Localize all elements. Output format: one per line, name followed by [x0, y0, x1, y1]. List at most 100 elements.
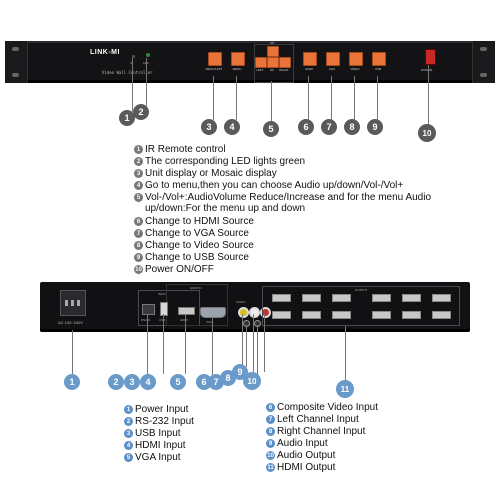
power-switch[interactable] — [425, 49, 436, 65]
hdmi-output-port[interactable] — [372, 311, 391, 319]
legend-text: Change to HDMI Source — [145, 216, 254, 227]
up-button[interactable] — [267, 46, 279, 57]
legend-text: Power Input — [135, 404, 189, 415]
hdmi-output-port[interactable] — [272, 294, 291, 302]
legend-text: Audio Output — [277, 450, 336, 461]
hdmi-output-port[interactable] — [372, 294, 391, 302]
usb-source-button[interactable] — [372, 52, 386, 66]
legend-number: 6 — [134, 217, 143, 226]
legend-number: 5 — [124, 453, 133, 462]
output-label: OUTPUT — [355, 288, 368, 292]
power-switch-label: POWER — [421, 68, 433, 72]
hdmi-output-port[interactable] — [432, 294, 451, 302]
hdmi-output-port[interactable] — [402, 311, 421, 319]
hdmi-output-port[interactable] — [272, 311, 291, 319]
vga-label: VGA — [206, 320, 213, 324]
legend-text: Left Channel Input — [277, 414, 359, 425]
rear-bubble-1: 1 — [64, 374, 80, 390]
leader-line — [253, 314, 254, 372]
rs232-label: RS232 — [141, 318, 151, 322]
callout-bubble-8: 8 — [344, 119, 360, 135]
vga-source-button[interactable] — [326, 52, 340, 66]
hdmi-output-port[interactable] — [402, 294, 421, 302]
up-button-label: UP — [269, 41, 275, 45]
composite-video-jack[interactable] — [238, 307, 249, 318]
video-source-button[interactable] — [349, 52, 363, 66]
menu-button-label: MENU — [232, 67, 242, 71]
ok-button-label: OK — [269, 68, 275, 72]
device-subtitle: Video Wall Controller — [102, 70, 153, 75]
leader-line — [212, 317, 213, 375]
right-button[interactable] — [279, 57, 291, 68]
ok-button[interactable] — [267, 57, 279, 68]
rear-bubble-4: 4 — [140, 374, 156, 390]
legend-number: 2 — [124, 417, 133, 426]
legend-number: 1 — [134, 145, 143, 154]
front-panel: LINK-MI Video Wall Controller IR LED MEN… — [5, 41, 495, 83]
legend-number: 7 — [134, 229, 143, 238]
legend-number: 8 — [134, 241, 143, 250]
hdmi-input-port[interactable] — [178, 307, 195, 315]
rear-bubble-10: 10 — [243, 372, 261, 390]
hdmi-source-button[interactable] — [303, 52, 317, 66]
ir-label: IR — [130, 61, 133, 65]
menu-unit-button[interactable] — [208, 52, 222, 66]
rear-bubble-3: 3 — [124, 374, 140, 390]
leader-line — [264, 314, 265, 372]
legend-number: 10 — [266, 451, 275, 460]
hdmi-output-port[interactable] — [432, 311, 451, 319]
legend-text: Unit display or Mosaic display — [145, 168, 277, 179]
callout-bubble-10: 10 — [418, 124, 436, 142]
leader-line — [246, 325, 247, 367]
hdmi-output-port[interactable] — [302, 294, 321, 302]
leader-line — [428, 65, 429, 125]
hdmi-output-port[interactable] — [332, 294, 351, 302]
hdmi-in-label: HDMI — [180, 318, 188, 322]
legend-number: 11 — [266, 463, 275, 472]
left-audio-jack[interactable] — [249, 307, 260, 318]
legend-text: Power ON/OFF — [145, 264, 214, 275]
hdmi-output-port[interactable] — [302, 311, 321, 319]
hdmi-output-port[interactable] — [332, 311, 351, 319]
vga-port[interactable] — [200, 307, 226, 318]
legend-text: Go to menu,then you can choose Audio up/… — [145, 180, 404, 191]
right-button-label: RIGHT — [279, 68, 289, 72]
hdmi-output-frame — [262, 286, 460, 326]
left-button[interactable] — [255, 57, 267, 68]
legend-number: 2 — [134, 157, 143, 166]
hdmi-in-group-label: HDMI IN — [190, 286, 202, 290]
legend-number: 4 — [134, 181, 143, 190]
usb-port[interactable] — [160, 302, 168, 316]
callout-bubble-2: 2 — [133, 104, 149, 120]
callout-bubble-1: 1 — [119, 110, 135, 126]
legend-text: RS-232 Input — [135, 416, 194, 427]
legend-text: VGA Input — [135, 452, 181, 463]
rs232-port[interactable] — [142, 304, 155, 315]
callout-bubble-5: 5 — [263, 121, 279, 137]
led-label: LED — [143, 61, 149, 65]
leader-line — [132, 58, 133, 112]
legend-number: 10 — [134, 265, 143, 274]
ac-power-inlet[interactable] — [60, 290, 86, 316]
rear-bubble-11: 11 — [336, 380, 354, 398]
menu-button[interactable] — [231, 52, 245, 66]
leader-line — [163, 314, 164, 374]
right-audio-jack[interactable] — [260, 307, 271, 318]
